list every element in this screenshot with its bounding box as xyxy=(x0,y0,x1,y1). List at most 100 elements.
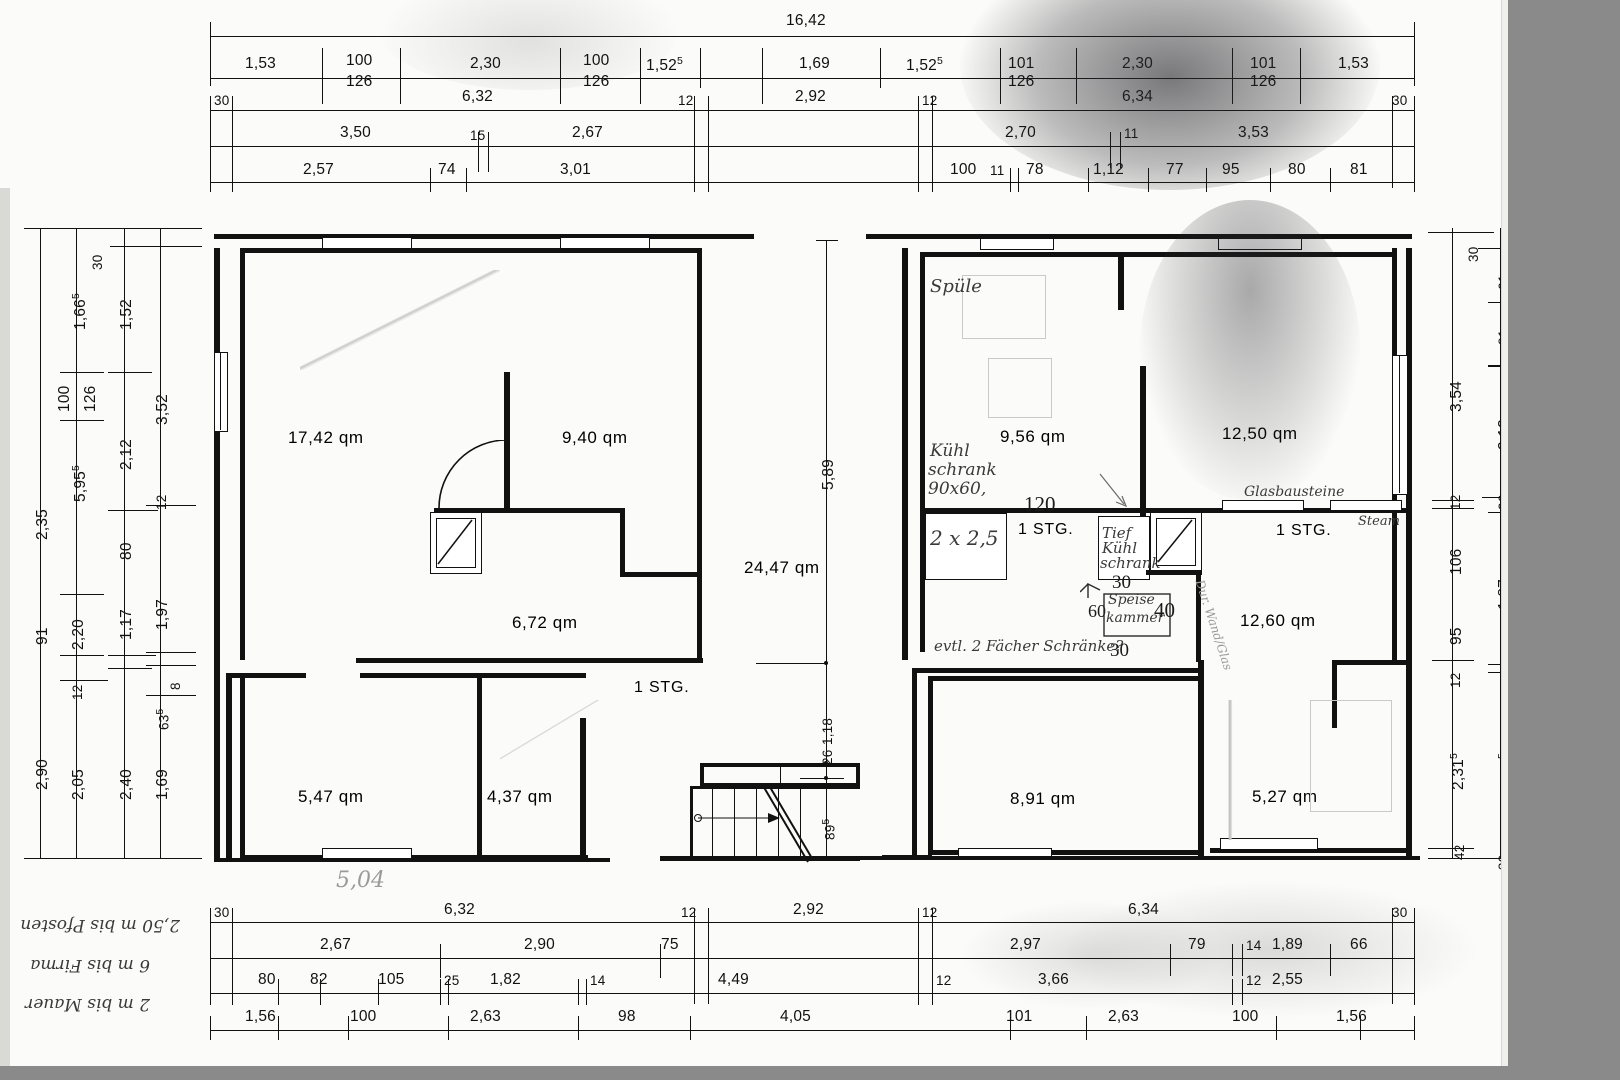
dim-center-1: 1,18 xyxy=(820,717,835,745)
dim-bot-r4-8: 1,56 xyxy=(1336,1008,1367,1025)
hw-evtl-schrank: evtl. 2 Fächer Schränke? xyxy=(934,637,1124,655)
dim-bot-r1-4: 12 xyxy=(922,905,938,920)
dim-right-A-3: 106 xyxy=(1448,548,1465,575)
dim-top-r1-3: 100 xyxy=(583,52,610,69)
dim-left-C-2: 2,12 xyxy=(118,439,135,470)
room-label-9-40: 9,40 qm xyxy=(562,428,628,447)
stair-label-left: 1 STG. xyxy=(634,679,690,696)
dim-top-r1-7: 101 xyxy=(1008,55,1035,72)
dim-top-r5-8: 95 xyxy=(1222,161,1240,178)
hw-120: 120 xyxy=(1024,492,1056,516)
dim-top-r4-4: 11 xyxy=(1124,126,1139,141)
hw-glasbausteine: Glasbausteine xyxy=(1244,484,1345,500)
dim-left-B-2: 5,955 xyxy=(70,464,90,502)
dim-top-r1-2: 2,30 xyxy=(470,55,501,72)
dim-top-r4-1: 15 xyxy=(470,128,486,143)
dim-bot-r3-9: 12 xyxy=(1246,973,1262,988)
dim-bot-r3-6: 4,49 xyxy=(718,971,749,988)
dim-top-r4-5: 3,53 xyxy=(1238,124,1269,141)
room-label-17-42: 17,42 qm xyxy=(288,428,364,447)
room-label-9-56: 9,56 qm xyxy=(1000,427,1066,446)
dim-right-A-4: 95 xyxy=(1448,627,1465,645)
dim-bot-r3-8: 3,66 xyxy=(1038,971,1069,988)
dim-left-C-4: 1,17 xyxy=(118,609,135,640)
dim-top-r5-7: 77 xyxy=(1166,161,1184,178)
dim-left-B-3: 2,20 xyxy=(70,619,87,650)
dim-top-r3-3: 2,92 xyxy=(795,88,826,105)
hw-kuehlschrank-1: Kühl xyxy=(930,441,970,461)
dim-top-r1-10: 2,30 xyxy=(1122,55,1153,72)
dim-top-r3-4: 12 xyxy=(922,93,938,108)
pantry-sketch xyxy=(1080,582,1171,637)
dim-top-r3-2: 12 xyxy=(678,93,694,108)
dim-top-r2-0: 126 xyxy=(346,73,373,90)
room-label-24-47: 24,47 qm xyxy=(744,558,820,577)
dim-left-A-1: 91 xyxy=(34,627,51,645)
hw-spuele: Spüle xyxy=(930,276,982,297)
dim-bot-r2-1: 2,90 xyxy=(524,936,555,953)
hw-note-pfosten: 2,50 m bis Pfosten xyxy=(20,915,180,935)
scan-right-margin xyxy=(1508,0,1620,1080)
dim-left-D-5: 635 xyxy=(154,708,172,730)
stair-label-right: 1 STG. xyxy=(1276,522,1332,539)
dim-top-r1-0: 1,53 xyxy=(245,55,276,72)
dim-left-A-2: 2,90 xyxy=(34,759,51,790)
dim-left-B-0: 1,665 xyxy=(70,292,90,330)
dim-top-r4-0: 3,50 xyxy=(340,124,371,141)
scan-bottom-margin xyxy=(0,1066,1620,1080)
dim-top-r3-1: 6,32 xyxy=(462,88,493,105)
dim-bot-r1-6: 30 xyxy=(1392,905,1408,920)
dim-left-B-4: 12 xyxy=(70,684,85,700)
dim-bot-r3-4: 1,82 xyxy=(490,971,521,988)
dim-bot-r4-5: 101 xyxy=(1006,1008,1033,1025)
dim-bot-r2-2: 75 xyxy=(661,936,679,953)
dim-bot-r1-3: 2,92 xyxy=(793,901,824,918)
hw-2x25: 2 x 2,5 xyxy=(930,526,999,550)
dim-bot-r2-7: 66 xyxy=(1350,936,1368,953)
dim-top-r5-4: 11 xyxy=(990,163,1005,178)
scan-left-edge xyxy=(0,188,10,1068)
dim-bot-r2-0: 2,67 xyxy=(320,936,351,953)
arrow-sketch xyxy=(1099,473,1128,508)
dim-center-0: 5,89 xyxy=(820,459,837,490)
dim-bot-r2-6: 1,89 xyxy=(1272,936,1303,953)
hw-30-a: 30 xyxy=(1112,572,1131,593)
dim-top-r1-5: 1,525 xyxy=(646,55,684,75)
hw-30-b: 30 xyxy=(1110,640,1129,661)
hw-note-firma: 6 m bis Firma xyxy=(30,955,150,975)
dim-left-D-6: 1,69 xyxy=(154,769,171,800)
dim-top-r5-0: 2,57 xyxy=(303,161,334,178)
hw-kammer: kammer xyxy=(1106,610,1165,626)
dim-bot-r4-0: 1,56 xyxy=(245,1008,276,1025)
dim-top-r4-2: 2,67 xyxy=(572,124,603,141)
dim-bot-r4-7: 100 xyxy=(1232,1008,1259,1025)
diagonal-hatch-icon xyxy=(437,519,473,565)
room-label-5-47: 5,47 qm xyxy=(298,787,364,806)
dim-bot-r3-2: 105 xyxy=(378,971,405,988)
dim-bot-r3-0: 80 xyxy=(258,971,276,988)
dim-left-B-5: 2,05 xyxy=(70,769,87,800)
dim-left-D-2: 12 xyxy=(154,494,169,510)
room-label-5-27: 5,27 qm xyxy=(1252,787,1318,806)
dim-bot-r1-5: 6,34 xyxy=(1128,901,1159,918)
dim-bot-r4-2: 2,63 xyxy=(470,1008,501,1025)
dim-top-r1-6: 1,69 xyxy=(799,55,830,72)
dim-right-A-1: 3,54 xyxy=(1448,381,1465,412)
room-label-12-50: 12,50 qm xyxy=(1222,424,1298,443)
dim-left-D-0: 1,52 xyxy=(118,299,135,330)
dim-right-A-5: 12 xyxy=(1448,672,1463,688)
dim-top-r1-1: 100 xyxy=(346,52,373,69)
dim-top-r3-5: 6,34 xyxy=(1122,88,1153,105)
dim-left-C-0: 30 xyxy=(90,254,105,270)
dim-top-r5-2: 3,01 xyxy=(560,161,591,178)
dim-left-C-5: 2,40 xyxy=(118,769,135,800)
dim-top-r3-0: 30 xyxy=(214,93,230,108)
dim-right-A-2: 12 xyxy=(1448,494,1463,510)
dim-bot-r3-3: 25 xyxy=(444,973,460,988)
dim-left-B-1: 100 xyxy=(56,385,73,412)
diagonal-hatch-right-icon xyxy=(1157,519,1193,563)
dim-top-r2-3: 126 xyxy=(1250,73,1277,90)
dim-bot-r3-10: 2,55 xyxy=(1272,971,1303,988)
dim-bot-r3-1: 82 xyxy=(310,971,328,988)
dim-bot-r4-3: 98 xyxy=(618,1008,636,1025)
